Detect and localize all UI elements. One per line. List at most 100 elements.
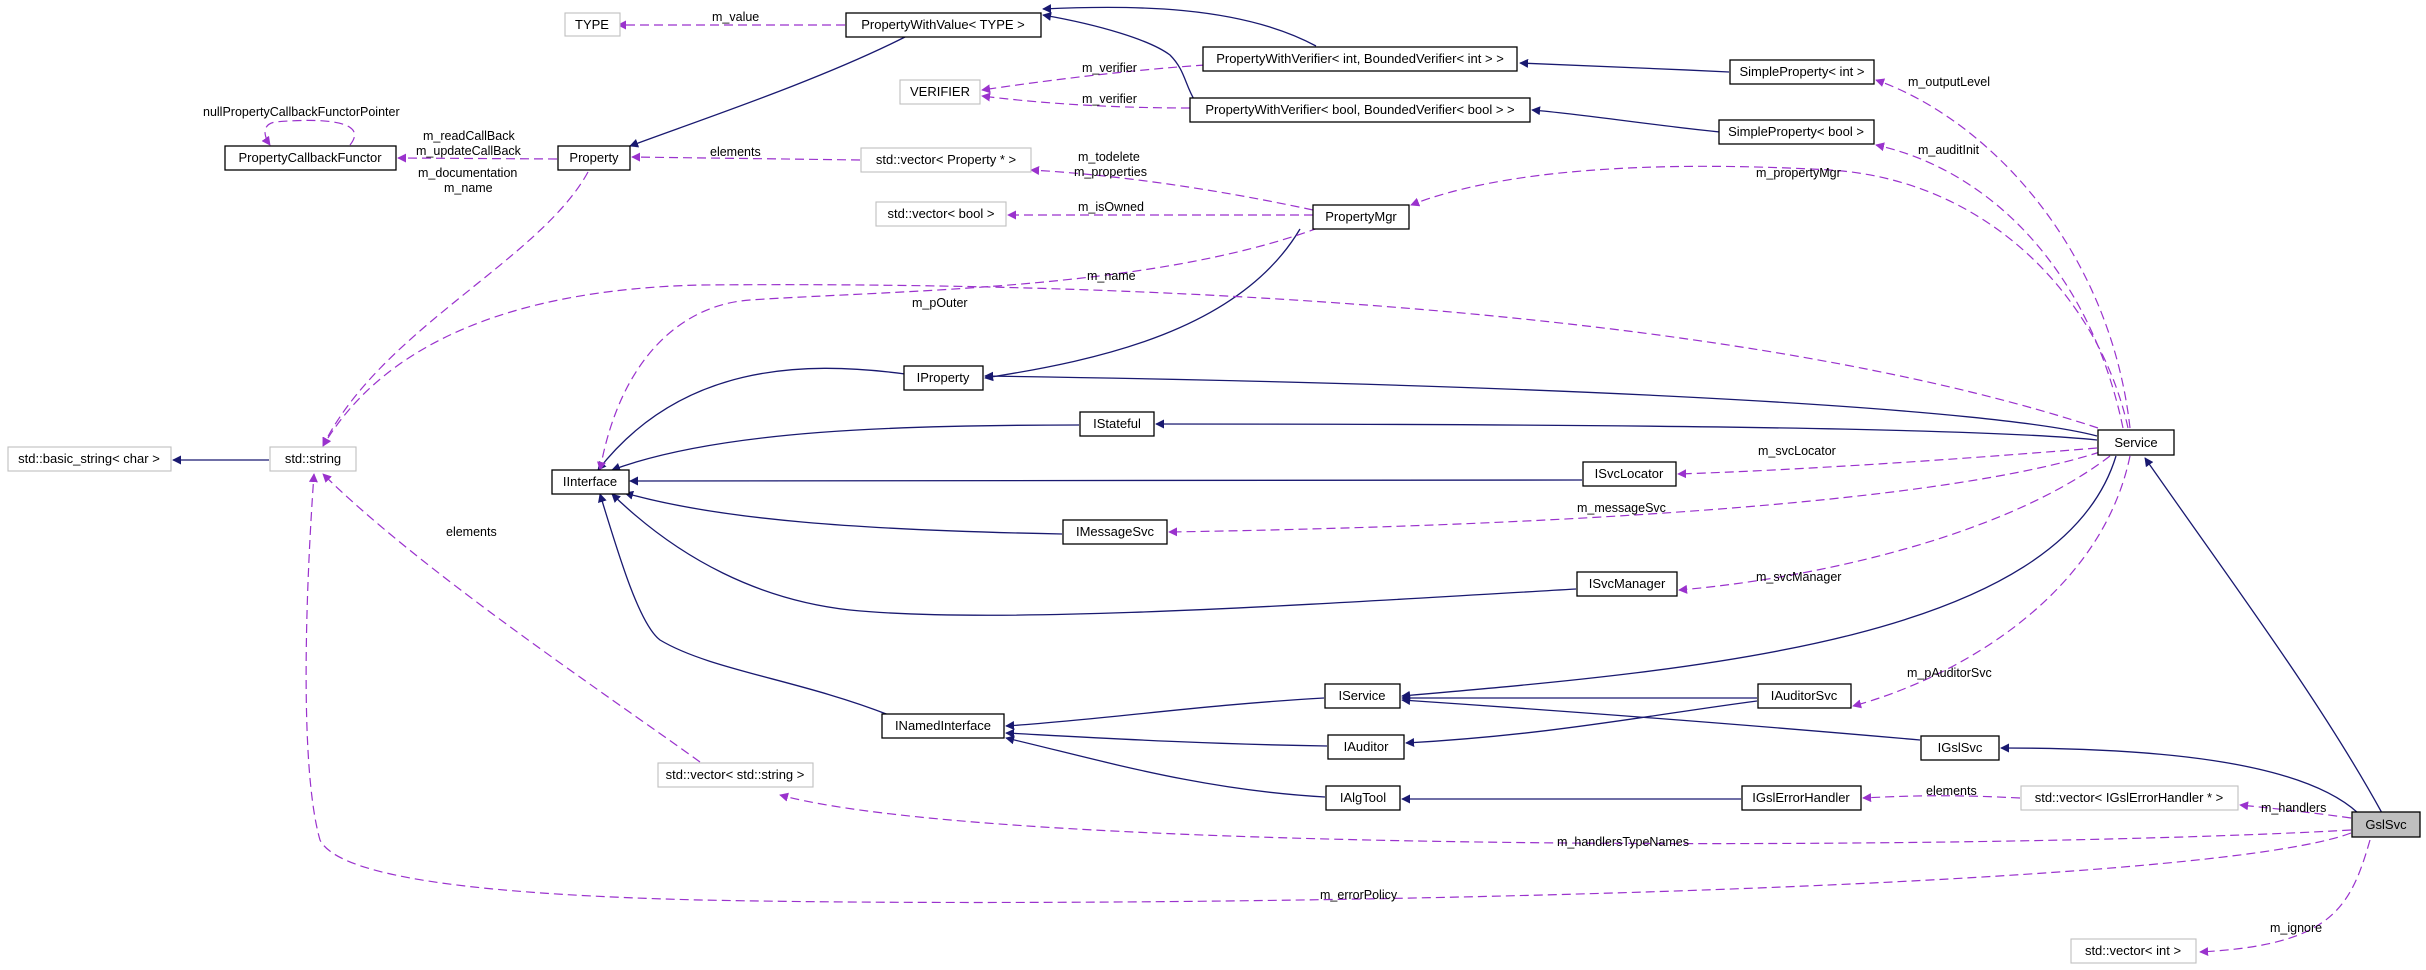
edge-vechandler-to-igslerrorhandler [1862,793,2021,803]
label-m-name-property: m_name [444,181,493,195]
label-m-verifier-1: m_verifier [1082,61,1137,75]
node-type[interactable]: TYPE [564,12,621,37]
node-label: IInterface [563,474,617,489]
node-verifier[interactable]: VERIFIER [899,79,981,105]
node-isvclocator[interactable]: ISvcLocator [1582,461,1677,487]
node-ialgtool[interactable]: IAlgTool [1325,785,1401,811]
edge-service-to-iproperty [984,371,2098,437]
edge-iservice-to-inamedinterface [1005,697,1325,730]
node-vector-property[interactable]: std::vector< Property * > [860,147,1032,173]
node-label: std::string [285,451,341,466]
label-m-ignore: m_ignore [2270,921,2322,935]
node-propertymgr[interactable]: PropertyMgr [1312,204,1410,230]
node-label: IAlgTool [1340,790,1386,805]
edge-igslsvc-to-iservice [1401,696,1921,741]
node-property[interactable]: Property [557,145,631,171]
label-m-value: m_value [712,10,759,24]
edge-service-to-spbool [1875,142,2124,429]
node-isvcmanager[interactable]: ISvcManager [1576,571,1678,597]
usage-edges [261,20,2371,957]
edge-pwvbool-to-pwv [1042,11,1196,102]
node-label: VERIFIER [910,84,970,99]
edge-null-functor-loop [261,119,356,146]
edge-spbool-to-pwvbool [1531,106,1721,133]
node-label: std::basic_string< char > [18,451,160,466]
node-iproperty[interactable]: IProperty [903,365,984,391]
node-label: IMessageSvc [1076,524,1155,539]
edge-service-to-isvcmanager [1678,455,2111,594]
edge-service-to-isvclocator [1677,447,2098,479]
edge-vecprop-to-property [631,152,861,162]
label-m-handlerstypenames: m_handlersTypeNames [1557,835,1689,849]
edge-imessagesvc-to-iinterface [624,490,1063,535]
node-iauditor[interactable]: IAuditor [1327,734,1405,760]
node-label: Service [2114,435,2157,450]
label-m-messagesvc: m_messageSvc [1577,501,1666,515]
node-label: PropertyMgr [1325,209,1397,224]
edge-gslsvc-to-igslsvc [2000,743,2359,814]
node-simpleproperty-bool[interactable]: SimpleProperty< bool > [1718,119,1875,145]
node-gslsvc[interactable]: GslSvc [2351,811,2421,838]
label-m-todelete: m_todelete [1078,150,1140,164]
node-inamedinterface[interactable]: INamedInterface [881,713,1005,739]
node-label: GslSvc [2365,817,2407,832]
node-istateful[interactable]: IStateful [1079,411,1155,437]
edge-property-to-string [322,171,589,447]
node-iauditorsvc[interactable]: IAuditorSvc [1757,683,1852,709]
node-label: ISvcLocator [1595,466,1664,481]
node-simpleproperty-int[interactable]: SimpleProperty< int > [1729,59,1875,85]
node-vector-igslerrorhandler[interactable]: std::vector< IGslErrorHandler * > [2020,785,2239,811]
label-m-documentation: m_documentation [418,166,517,180]
label-m-svcmanager: m_svcManager [1756,570,1841,584]
node-vector-string[interactable]: std::vector< std::string > [657,762,814,788]
label-m-properties: m_properties [1074,165,1147,179]
node-imessagesvc[interactable]: IMessageSvc [1062,519,1168,545]
node-service[interactable]: Service [2097,429,2175,456]
node-label: std::vector< int > [2085,943,2181,958]
label-m-readcallback: m_readCallBack [423,129,515,143]
edge-isvclocator-to-iinterface [629,476,1583,486]
edge-gslsvc-to-service [2144,457,2383,814]
label-m-pouter: m_pOuter [912,296,968,310]
node-propertywithverifier-bool[interactable]: PropertyWithVerifier< bool, BoundedVerif… [1189,97,1531,123]
edge-ialgtool-to-inamedinterface [1005,735,1326,798]
node-propertywithverifier-int[interactable]: PropertyWithVerifier< int, BoundedVerifi… [1202,46,1518,72]
label-m-handlers: m_handlers [2261,801,2326,815]
label-elements-handler: elements [1926,784,1977,798]
edge-pwvbool-to-verifier [981,92,1191,109]
label-m-verifier-2: m_verifier [1082,92,1137,106]
label-m-name-service: m_name [1087,269,1136,283]
node-std-string[interactable]: std::string [269,446,357,472]
edge-iauditor-to-inamedinterface [1005,728,1328,747]
label-m-outputlevel: m_outputLevel [1908,75,1990,89]
node-label: IStateful [1093,416,1141,431]
node-vector-bool[interactable]: std::vector< bool > [875,201,1007,227]
edge-gslsvc-to-vecint [2199,839,2371,957]
node-igslerrorhandler[interactable]: IGslErrorHandler [1741,785,1862,811]
edge-spint-to-pwvint [1519,58,1730,73]
node-label: SimpleProperty< int > [1739,64,1864,79]
edge-service-to-iauditorsvc [1852,455,2131,709]
node-iinterface[interactable]: IInterface [551,469,630,495]
node-vector-int[interactable]: std::vector< int > [2070,938,2197,964]
node-label: std::vector< IGslErrorHandler * > [2035,790,2224,805]
label-m-propertymgr: m_propertyMgr [1756,166,1841,180]
node-label: std::vector< bool > [888,206,995,221]
edge-propmgr-to-iproperty [984,228,1301,382]
edge-labels: m_value m_verifier m_verifier m_outputLe… [203,10,2326,935]
edge-pwvint-to-pwv [1042,4,1317,47]
label-null-functor: nullPropertyCallbackFunctorPointer [203,105,400,119]
node-basic-string[interactable]: std::basic_string< char > [7,446,172,472]
node-label: PropertyCallbackFunctor [238,150,382,165]
node-label: IAuditor [1344,739,1389,754]
node-label: TYPE [575,17,609,32]
label-elements-string: elements [446,525,497,539]
node-propertycallbackfunctor[interactable]: PropertyCallbackFunctor [224,145,397,171]
edge-iauditorsvc-to-iauditor [1405,700,1758,748]
node-propertywithvalue[interactable]: PropertyWithValue< TYPE > [845,12,1042,38]
label-m-auditinit: m_auditInit [1918,143,1980,157]
node-igslsvc[interactable]: IGslSvc [1920,735,2000,761]
node-iservice[interactable]: IService [1324,683,1401,709]
edge-iproperty-to-iinterface [597,367,906,471]
